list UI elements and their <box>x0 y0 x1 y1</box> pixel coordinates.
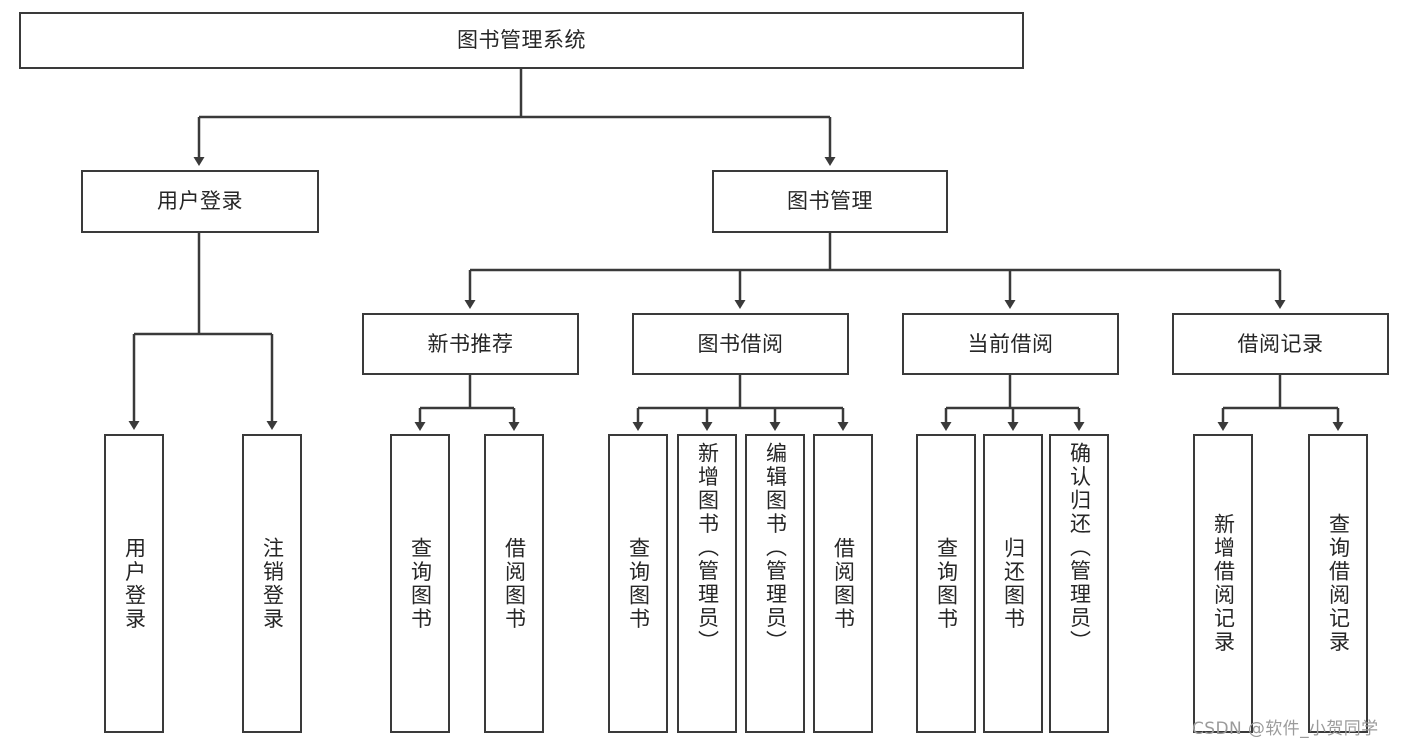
node-book-manage-label: 图书管理 <box>787 189 873 214</box>
node-leaf-record-add[interactable]: 新增借阅记录 <box>1193 434 1253 733</box>
node-book-borrow-label: 图书借阅 <box>697 331 784 356</box>
node-leaf-user-login-label: 用户登录 <box>122 536 147 631</box>
node-leaf-borrow-borrow-book[interactable]: 借阅图书 <box>813 434 873 733</box>
node-book-manage[interactable]: 图书管理 <box>712 170 948 233</box>
node-book-borrow[interactable]: 图书借阅 <box>632 313 849 375</box>
csdn-watermark: CSDN @软件_小贺同学 <box>1192 719 1379 739</box>
node-leaf-user-login[interactable]: 用户登录 <box>104 434 164 733</box>
node-leaf-rec-query-book-label: 查询图书 <box>408 536 433 631</box>
node-leaf-current-confirm-return-label: 确认归还（管理员） <box>1067 442 1092 654</box>
node-leaf-current-return-book-label: 归还图书 <box>1001 536 1026 631</box>
node-leaf-record-query-label: 查询借阅记录 <box>1326 513 1351 654</box>
node-leaf-rec-query-book[interactable]: 查询图书 <box>390 434 450 733</box>
node-user-login[interactable]: 用户登录 <box>81 170 319 233</box>
node-leaf-borrow-query-book[interactable]: 查询图书 <box>608 434 668 733</box>
node-leaf-user-logout-label: 注销登录 <box>260 536 285 631</box>
node-leaf-current-query-book-label: 查询图书 <box>934 536 959 631</box>
node-leaf-current-confirm-return[interactable]: 确认归还（管理员） <box>1049 434 1109 733</box>
node-leaf-rec-borrow-book-label: 借阅图书 <box>502 536 527 631</box>
node-new-book-rec-label: 新书推荐 <box>427 331 514 356</box>
node-current-borrow[interactable]: 当前借阅 <box>902 313 1119 375</box>
node-leaf-record-query[interactable]: 查询借阅记录 <box>1308 434 1368 733</box>
node-leaf-rec-borrow-book[interactable]: 借阅图书 <box>484 434 544 733</box>
node-leaf-user-logout[interactable]: 注销登录 <box>242 434 302 733</box>
node-leaf-borrow-borrow-book-label: 借阅图书 <box>831 536 856 631</box>
node-leaf-current-query-book[interactable]: 查询图书 <box>916 434 976 733</box>
node-user-login-label: 用户登录 <box>157 189 243 214</box>
node-leaf-borrow-edit-book-label: 编辑图书（管理员） <box>763 442 788 654</box>
node-leaf-current-return-book[interactable]: 归还图书 <box>983 434 1043 733</box>
node-new-book-rec[interactable]: 新书推荐 <box>362 313 579 375</box>
node-borrow-record[interactable]: 借阅记录 <box>1172 313 1389 375</box>
node-root-label: 图书管理系统 <box>457 28 586 53</box>
node-leaf-borrow-add-book[interactable]: 新增图书（管理员） <box>677 434 737 733</box>
node-leaf-borrow-query-book-label: 查询图书 <box>626 536 651 631</box>
node-leaf-borrow-add-book-label: 新增图书（管理员） <box>695 442 720 654</box>
node-borrow-record-label: 借阅记录 <box>1237 331 1324 356</box>
node-leaf-record-add-label: 新增借阅记录 <box>1211 513 1236 654</box>
node-current-borrow-label: 当前借阅 <box>967 331 1054 356</box>
node-leaf-borrow-edit-book[interactable]: 编辑图书（管理员） <box>745 434 805 733</box>
node-root[interactable]: 图书管理系统 <box>19 12 1024 69</box>
